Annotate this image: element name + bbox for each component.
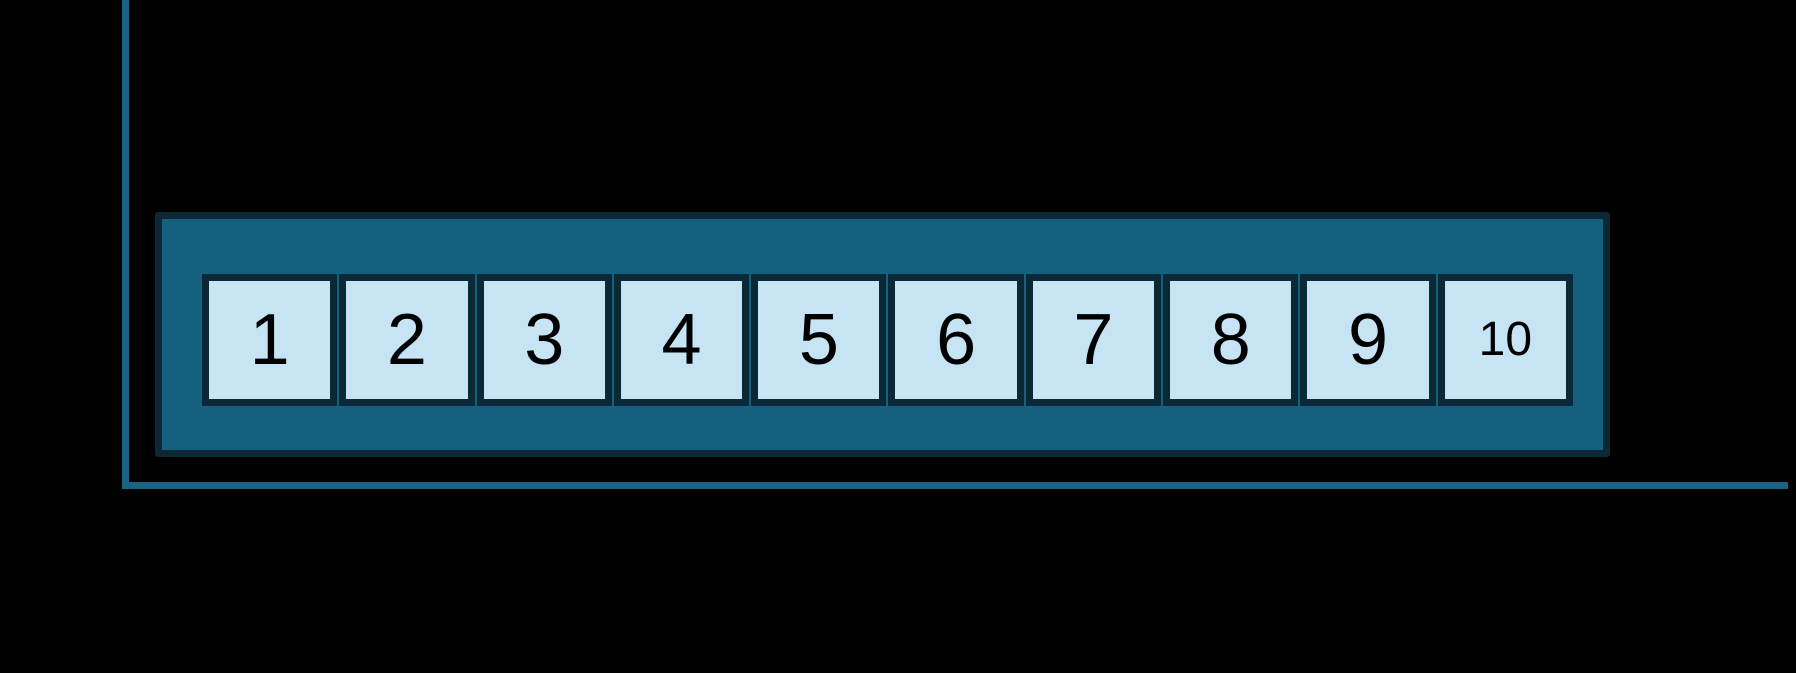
- array-cell: 10: [1437, 274, 1573, 406]
- y-axis-line: [122, 0, 129, 489]
- array-cell: 4: [613, 274, 750, 406]
- array-cell: 3: [476, 274, 612, 406]
- array-cell: 9: [1300, 274, 1436, 406]
- array-cell: 1: [202, 274, 338, 406]
- x-axis-line: [122, 482, 1788, 489]
- array-cell: 7: [1025, 274, 1162, 406]
- array-cell: 8: [1163, 274, 1299, 406]
- array-cell: 5: [751, 274, 887, 406]
- array-cell: 2: [339, 274, 475, 406]
- array-cell: 6: [888, 274, 1024, 406]
